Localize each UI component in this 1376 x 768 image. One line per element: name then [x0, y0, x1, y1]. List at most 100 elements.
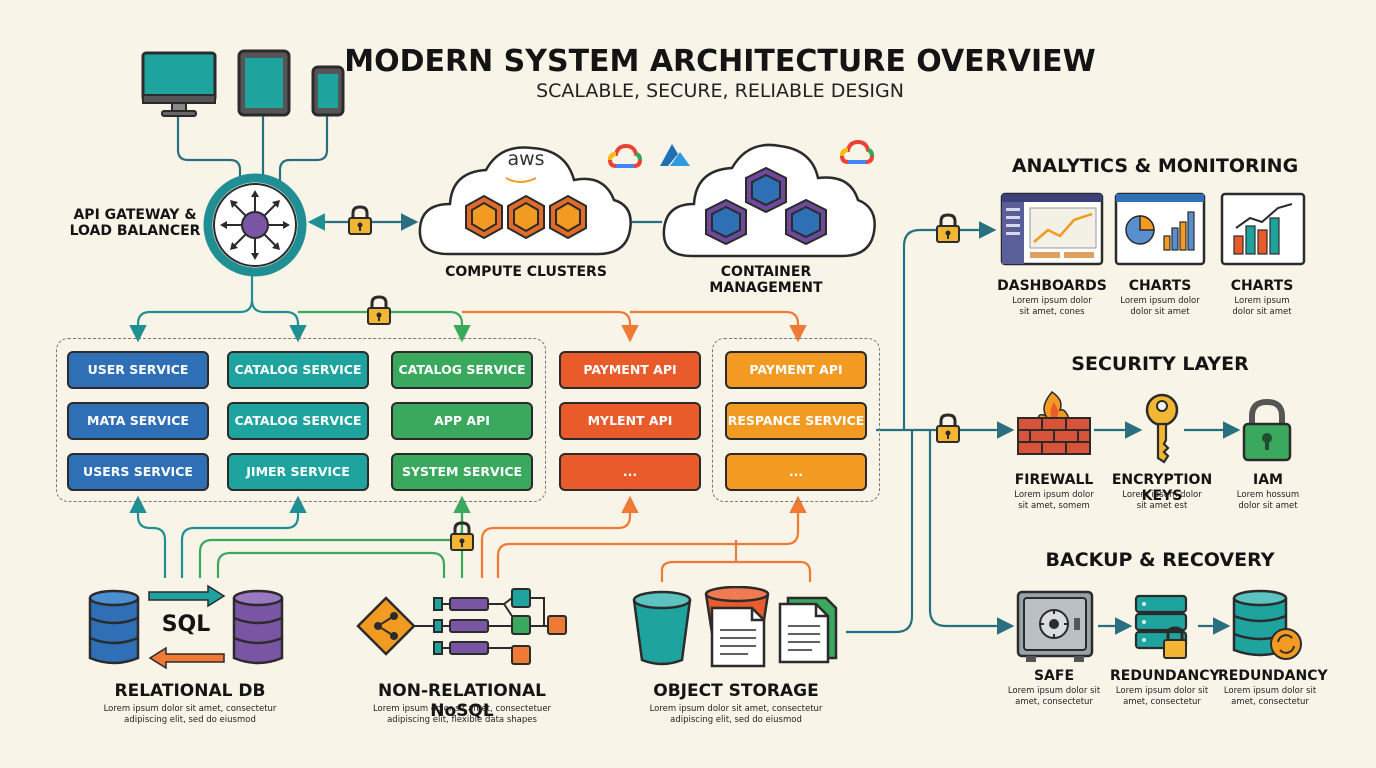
container-label-line2: MANAGEMENT	[709, 280, 823, 297]
description-line: sit amet, cones	[1019, 307, 1085, 318]
gateway-label-line1: API GATEWAY &	[73, 207, 197, 223]
description-line: adipiscing elit, sed do eiusmod	[124, 715, 256, 726]
description-line: sit amet, somem	[1018, 501, 1090, 512]
backup-item-label: REDUNDANCY	[1218, 668, 1328, 684]
service-box[interactable]: MYLENT API	[559, 402, 701, 440]
safe-icon[interactable]	[1014, 588, 1096, 664]
backup-item-description: Lorem ipsum dolor sit amet, consectetur	[1110, 686, 1214, 708]
service-box[interactable]: MATA SERVICE	[67, 402, 209, 440]
encryption-key-icon[interactable]	[1140, 392, 1184, 464]
security-item-description: Lorem ipsum dolor sit amet, somem	[1004, 490, 1104, 512]
container-management-label: CONTAINER MANAGEMENT	[686, 264, 846, 296]
bar-chart-icon[interactable]	[1220, 192, 1306, 266]
description-line: dolor sit amet	[1238, 501, 1298, 512]
description-line: dolor sit amet	[1232, 307, 1292, 318]
nosql-description: Lorem ipsum dolor sit amet, consectetuer…	[360, 704, 564, 726]
analytics-item-description: Lorem ipsum dolor sit amet, cones	[996, 296, 1108, 318]
nosql-graph-icon	[356, 588, 567, 665]
iam-lock-icon[interactable]	[1240, 398, 1294, 464]
description-line: Lorem ipsum dolor sit amet, consectetur	[649, 704, 823, 714]
service-box[interactable]: USERS SERVICE	[67, 453, 209, 491]
service-box[interactable]: RESPANCE SERVICE	[725, 402, 867, 440]
nosql-title: NON-RELATIONAL NoSQL	[378, 681, 546, 721]
service-box[interactable]: CATALOG SERVICE	[391, 351, 533, 389]
security-item-label: FIREWALL	[1014, 472, 1094, 488]
backup-item-label: REDUNDANCY	[1110, 668, 1220, 684]
description-line: adipiscing elit, sed do eiusmod	[670, 715, 802, 726]
api-gateway-icon[interactable]	[202, 172, 308, 278]
firewall-icon[interactable]	[1014, 388, 1094, 462]
service-box[interactable]: ...	[725, 453, 867, 491]
description-line: Lorem ipsum dolor	[1012, 296, 1092, 306]
pie-chart-icon[interactable]	[1114, 192, 1206, 266]
description-line: Lorem ipsum dolor sit	[1007, 686, 1101, 696]
aws-logo: aws	[507, 148, 545, 170]
service-box[interactable]: APP API	[391, 402, 533, 440]
lock-icon	[450, 521, 474, 551]
redundancy-database-icon[interactable]	[1230, 588, 1306, 664]
description-line: Lorem ipsum dolor sit amet, consectetur	[103, 704, 277, 714]
description-line: amet, consectetur	[1015, 697, 1093, 708]
object-storage-description: Lorem ipsum dolor sit amet, consectetur …	[636, 704, 836, 726]
page-title: MODERN SYSTEM ARCHITECTURE OVERVIEW	[344, 44, 1096, 79]
relational-db-description: Lorem ipsum dolor sit amet, consectetur …	[90, 704, 290, 726]
lock-icon	[348, 205, 372, 235]
lock-icon	[936, 213, 960, 243]
security-section-title: SECURITY LAYER	[1071, 353, 1249, 375]
description-line: amet, consectetur	[1123, 697, 1201, 708]
service-box[interactable]: USER SERVICE	[67, 351, 209, 389]
sql-label: SQL	[161, 612, 211, 637]
gateway-label-line2: LOAD BALANCER	[69, 223, 201, 240]
description-line: Lorem ipsum dolor sit amet, consectetuer	[372, 704, 552, 714]
object-storage-icon	[632, 586, 838, 668]
compute-cloud-icon[interactable]	[414, 136, 636, 262]
description-line: dolor sit amet	[1130, 307, 1190, 318]
backup-item-description: Lorem ipsum dolor sit amet, consectetur	[1218, 686, 1322, 708]
service-box[interactable]: PAYMENT API	[559, 351, 701, 389]
lock-icon	[936, 413, 960, 443]
description-line: sit amet est	[1136, 501, 1188, 512]
analytics-item-description: Lorem ipsum dolor dolor sit amet	[1110, 296, 1210, 318]
analytics-section-title: ANALYTICS & MONITORING	[1011, 155, 1299, 177]
container-cloud-icon[interactable]	[658, 138, 880, 264]
service-box[interactable]: SYSTEM SERVICE	[391, 453, 533, 491]
service-box[interactable]: PAYMENT API	[725, 351, 867, 389]
redundancy-server-icon[interactable]	[1130, 590, 1196, 664]
description-line: Lorem ipsum dolor	[1122, 490, 1202, 500]
description-line: Lorem ipsum dolor	[1014, 490, 1094, 500]
google-cloud-logo-icon	[608, 143, 642, 168]
relational-db-title: RELATIONAL DB	[114, 681, 266, 701]
analytics-item-label: CHARTS	[1230, 278, 1294, 294]
service-box[interactable]: CATALOG SERVICE	[227, 402, 369, 440]
description-line: adipiscing elit, flexible data shapes	[387, 715, 537, 726]
dashboard-icon[interactable]	[1000, 192, 1104, 266]
desktop-monitor-icon	[141, 51, 217, 117]
line-monitor-gateway	[176, 117, 242, 180]
description-line: Lorem ipsum dolor	[1120, 296, 1200, 306]
database-icon	[232, 589, 284, 665]
tablet-icon	[237, 49, 291, 117]
phone-icon	[311, 65, 345, 117]
page-subtitle: SCALABLE, SECURE, RELIABLE DESIGN	[536, 80, 904, 102]
security-item-label: ENCRYPTION KEYS	[1111, 472, 1213, 505]
backup-item-label: SAFE	[1033, 668, 1075, 684]
backup-section-title: BACKUP & RECOVERY	[1045, 549, 1275, 571]
analytics-item-label: DASHBOARDS	[997, 278, 1107, 294]
line-phone-gateway	[278, 115, 329, 182]
google-cloud-logo-icon	[840, 139, 874, 164]
database-icon	[88, 589, 140, 665]
service-box[interactable]: ...	[559, 453, 701, 491]
service-box[interactable]: CATALOG SERVICE	[227, 351, 369, 389]
description-line: Lorem ipsum	[1234, 296, 1290, 306]
service-box[interactable]: JIMER SERVICE	[227, 453, 369, 491]
container-label-line1: CONTAINER	[720, 264, 812, 280]
description-line: amet, consectetur	[1231, 697, 1309, 708]
compute-clusters-label: COMPUTE CLUSTERS	[445, 264, 607, 280]
response-group	[712, 338, 880, 502]
description-line: Lorem hossum	[1236, 490, 1300, 500]
security-item-label: IAM	[1253, 472, 1283, 488]
gateway-label: API GATEWAY & LOAD BALANCER	[60, 207, 210, 239]
analytics-item-description: Lorem ipsum dolor sit amet	[1214, 296, 1310, 318]
